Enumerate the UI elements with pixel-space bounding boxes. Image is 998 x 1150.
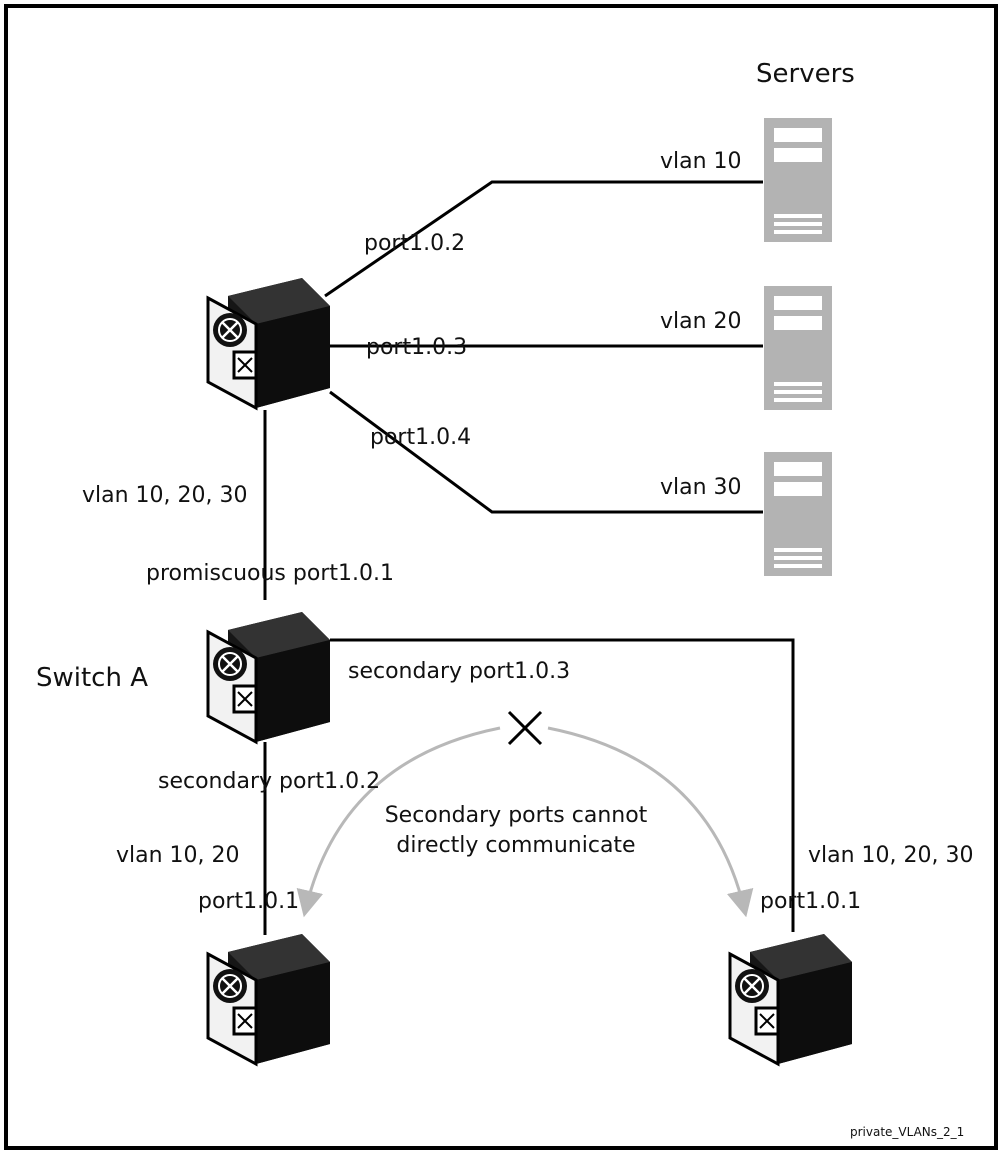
note-line2: directly communicate [396, 833, 635, 858]
x-mark-icon [507, 710, 543, 746]
label-vlan30: vlan 30 [660, 475, 742, 500]
figure-id: private_VLANs_2_1 [850, 1125, 964, 1139]
switch-icon [728, 932, 854, 1066]
label-right-port: port1.0.1 [760, 889, 861, 914]
label-secondary-port1-0-2: secondary port1.0.2 [158, 769, 380, 794]
switch-icon [206, 932, 332, 1066]
label-left-vlans: vlan 10, 20 [116, 843, 240, 868]
label-left-port: port1.0.1 [198, 889, 299, 914]
links [263, 180, 795, 935]
servers-title: Servers [756, 59, 855, 89]
label-promiscuous-port: promiscuous port1.0.1 [146, 561, 394, 586]
link-port1-0-4 [329, 390, 763, 514]
label-port1-0-2: port1.0.2 [364, 231, 465, 256]
server-icon [764, 452, 832, 576]
label-secondary-port1-0-3: secondary port1.0.3 [348, 659, 570, 684]
blocked-arrows [296, 726, 754, 918]
switch-icon [206, 610, 332, 744]
label-vlan10: vlan 10 [660, 149, 742, 174]
label-port1-0-4: port1.0.4 [370, 425, 471, 450]
label-port1-0-3: port1.0.3 [366, 335, 467, 360]
label-vlan20: vlan 20 [660, 309, 742, 334]
note-line1: Secondary ports cannot [385, 803, 648, 828]
switch-icon [206, 276, 332, 410]
label-right-vlans: vlan 10, 20, 30 [808, 843, 974, 868]
switch-a-label: Switch A [36, 663, 148, 693]
arrow-left [296, 726, 501, 918]
link-port1-0-2 [324, 180, 763, 298]
arrow-right [547, 726, 754, 918]
server-icon [764, 286, 832, 410]
server-icon [764, 118, 832, 242]
link-secondary-1-0-3 [330, 638, 795, 932]
label-trunk-vlans: vlan 10, 20, 30 [82, 483, 248, 508]
